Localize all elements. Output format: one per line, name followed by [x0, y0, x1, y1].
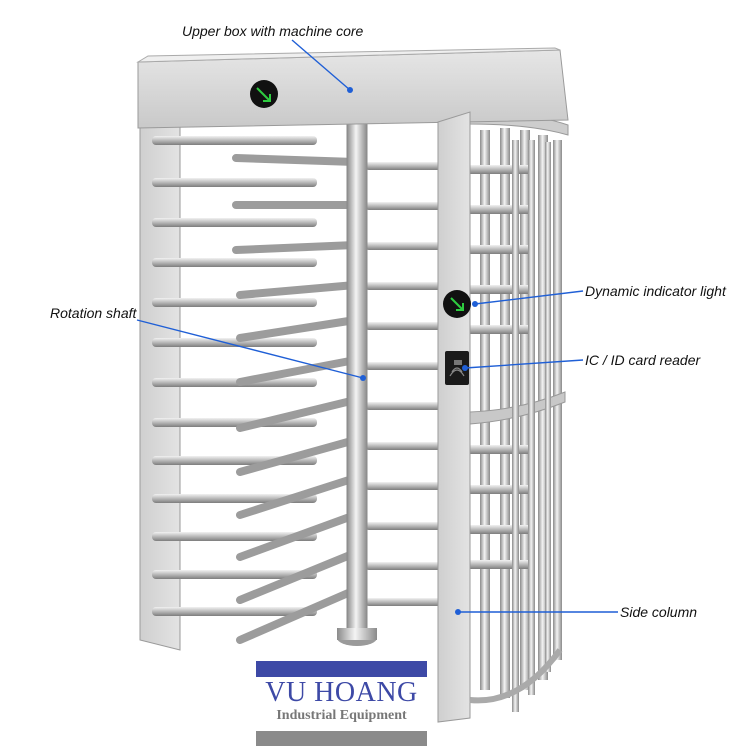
logo-top-bar [256, 661, 427, 677]
label-side-column: Side column [620, 604, 698, 620]
shaft-base-collar [337, 628, 377, 640]
rotor-arms-right [365, 162, 443, 606]
logo-bottom-bar [256, 731, 427, 746]
label-rotation-shaft: Rotation shaft [50, 305, 137, 321]
brand-tagline: Industrial Equipment [276, 708, 407, 723]
label-card-reader: IC / ID card reader [585, 352, 701, 368]
leader-lines [136, 39, 618, 613]
side-column [437, 111, 471, 723]
upper-box [137, 49, 569, 129]
label-upper-box: Upper box with machine core [182, 23, 364, 39]
label-indicator-light: Dynamic indicator light [585, 283, 726, 299]
cage-rungs [470, 165, 530, 569]
leader-dots [347, 87, 478, 615]
cage-front-bars [512, 140, 551, 712]
upper-box-top [136, 47, 561, 63]
rotor-arms [232, 154, 359, 644]
card-reader-icon [449, 360, 465, 377]
fixed-left-bars [152, 136, 317, 616]
brand-name: VU HOANG [265, 677, 418, 708]
arrow-indicator-icon [450, 297, 464, 311]
cage-bottom-arc [469, 648, 563, 704]
arrow-indicator-icon [256, 87, 271, 102]
